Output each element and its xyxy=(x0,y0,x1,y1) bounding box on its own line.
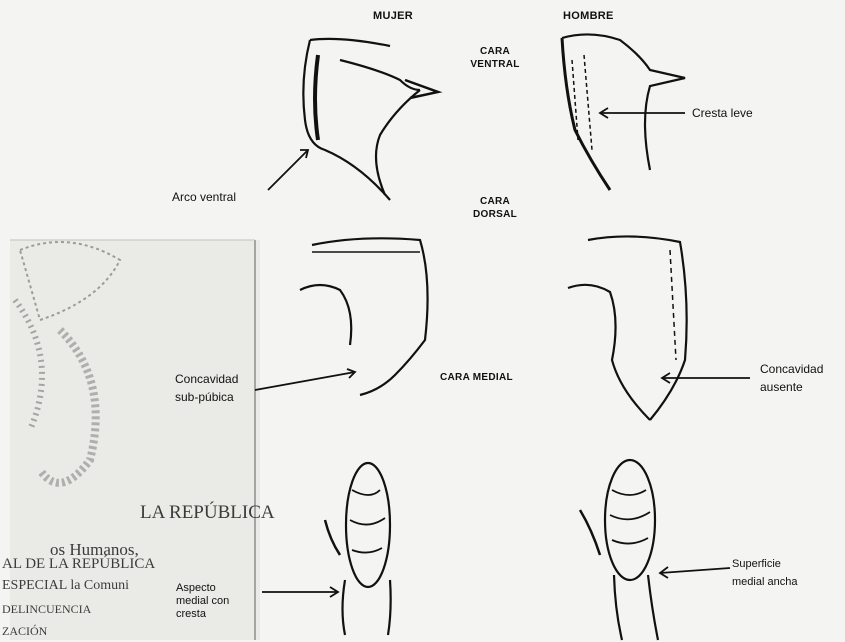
annotation-superficie-medial-line1: Superficie xyxy=(732,557,797,571)
annotation-cresta-leve: Cresta leve xyxy=(692,106,753,120)
annotation-concavidad-subpubica: Concavidad sub-púbica xyxy=(175,372,238,404)
annotation-superficie-medial: Superficie medial ancha xyxy=(732,557,797,589)
view-label-dorsal-line1: CARA xyxy=(463,195,527,208)
stamp-text-line5: DELINCUENCIA xyxy=(2,602,91,617)
stamp-text-line3: AL DE LA REPÚBLICA xyxy=(2,556,155,573)
annotation-aspecto-medial: Aspecto medial con cresta xyxy=(176,582,229,621)
column-header-female: MUJER xyxy=(373,10,413,22)
stamp-text-line4: ESPECIAL la Comuni xyxy=(2,578,129,594)
stamp-text-line6: ZACIÓN xyxy=(2,624,47,639)
annotation-concavidad-ausente-line2: ausente xyxy=(760,380,823,394)
annotation-concavidad-subpubica-line2: sub-púbica xyxy=(175,390,238,404)
male-dorsal-bone xyxy=(568,236,687,420)
annotation-superficie-medial-line2: medial ancha xyxy=(732,575,797,589)
annotation-concavidad-ausente: Concavidad ausente xyxy=(760,362,823,394)
view-label-dorsal: CARA DORSAL xyxy=(463,195,527,221)
annotation-arco-ventral: Arco ventral xyxy=(172,190,236,204)
column-header-male: HOMBRE xyxy=(563,10,614,22)
annotation-concavidad-ausente-line1: Concavidad xyxy=(760,362,823,376)
annotation-aspecto-medial-line3: cresta xyxy=(176,608,229,621)
annotation-concavidad-subpubica-line1: Concavidad xyxy=(175,372,238,386)
view-label-dorsal-line2: DORSAL xyxy=(463,208,527,221)
annotation-aspecto-medial-line2: medial con xyxy=(176,595,229,608)
female-medial-bone xyxy=(325,463,391,635)
view-label-ventral-line1: CARA xyxy=(465,45,525,58)
female-dorsal-bone xyxy=(300,238,428,395)
male-medial-bone xyxy=(580,460,658,640)
view-label-ventral: CARA VENTRAL xyxy=(465,45,525,71)
view-label-ventral-line2: VENTRAL xyxy=(465,58,525,71)
stamp-text-line1: LA REPÚBLICA xyxy=(140,502,275,524)
view-label-medial: CARA MEDIAL xyxy=(440,372,513,383)
female-ventral-bone xyxy=(303,39,438,200)
annotation-aspecto-medial-line1: Aspecto xyxy=(176,582,229,595)
